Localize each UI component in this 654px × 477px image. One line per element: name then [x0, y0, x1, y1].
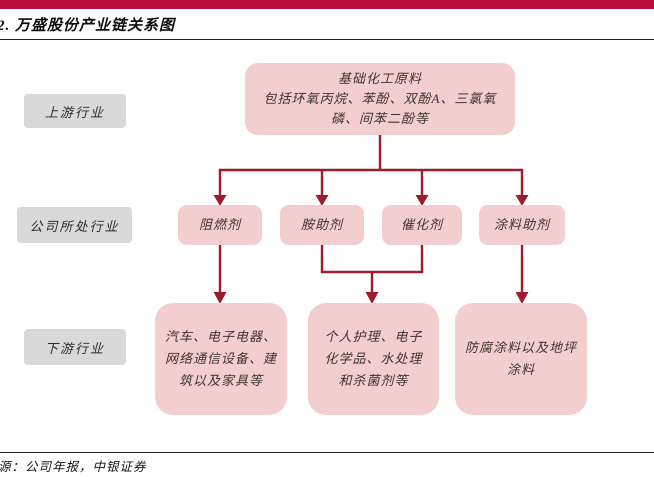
- stage-label-downstream: 下游行业: [24, 329, 126, 365]
- top-accent-bar: [0, 0, 654, 9]
- node-downstream-personal-care-water-treatment: 个人护理、电子化学品、水处理和杀菌剂等: [308, 303, 439, 415]
- node-catalysts: 催化剂: [382, 205, 462, 245]
- stage-label-company-industry: 公司所处行业: [17, 207, 132, 243]
- figure-title: 2. 万盛股份产业链关系图: [0, 18, 176, 34]
- node-raw-title: 基础化工原料: [337, 71, 422, 86]
- node-amine-additives: 胺助剂: [280, 205, 364, 245]
- footer-divider: [0, 452, 654, 453]
- node-downstream-anticorrosive-floor-coatings: 防腐涂料以及地坪涂料: [455, 303, 587, 415]
- node-coating-additives: 涂料助剂: [479, 205, 565, 245]
- node-downstream-electronics-construction: 汽车、电子电器、网络通信设备、建筑以及家具等: [155, 303, 287, 415]
- stage-label-upstream: 上游行业: [24, 94, 126, 128]
- source-note: 源：公司年报，中银证券: [0, 460, 147, 474]
- node-flame-retardants: 阻燃剂: [178, 205, 262, 245]
- node-basic-chemical-raw-materials: 基础化工原料 包括环氧丙烷、苯酚、双酚A、三氯氧磷、间苯二酚等: [245, 63, 515, 135]
- title-divider: [0, 39, 654, 40]
- node-raw-detail: 包括环氧丙烷、苯酚、双酚A、三氯氧磷、间苯二酚等: [263, 91, 497, 126]
